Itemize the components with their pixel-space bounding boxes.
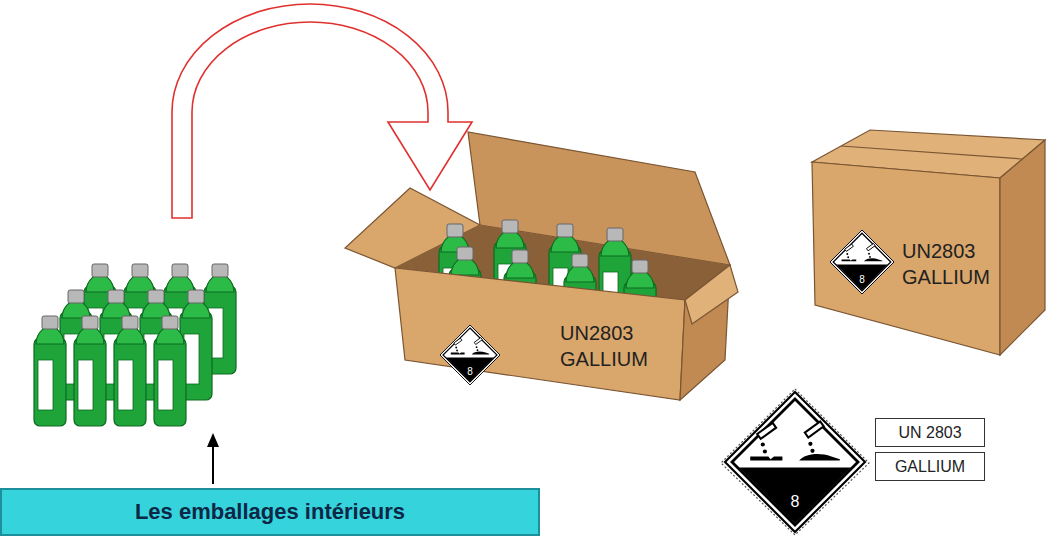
closed-box <box>812 130 1045 355</box>
substance-name-text: GALLIUM <box>902 266 990 288</box>
un-number-text: UN2803 <box>902 240 975 262</box>
bottle-group <box>34 264 236 426</box>
class-number: 8 <box>791 493 800 511</box>
substance-name-box: GALLIUM <box>875 452 985 481</box>
class-number: 8 <box>467 366 473 377</box>
node-text: Les emballages intérieurs <box>135 499 405 525</box>
hazard-diamond <box>721 389 869 535</box>
un-number-text: UN2803 <box>560 322 633 344</box>
open-box <box>345 132 738 400</box>
caption-band: Les emballages intérieurs <box>0 488 540 536</box>
class-number: 8 <box>859 274 865 285</box>
un-number-box: UN 2803 <box>875 418 985 447</box>
substance-name-text: GALLIUM <box>560 348 648 370</box>
transfer-arrow <box>172 4 472 218</box>
node-text: GALLIUM <box>895 458 965 476</box>
leader-arrow <box>207 433 219 484</box>
node-text: UN 2803 <box>898 424 961 442</box>
